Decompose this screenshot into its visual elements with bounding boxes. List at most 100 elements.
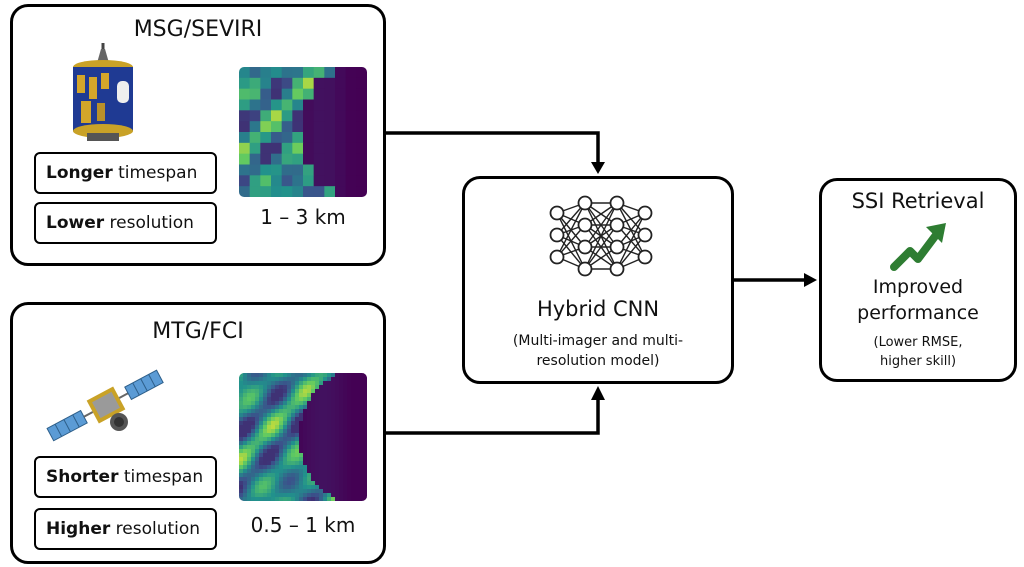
mtg-heat-cell (311, 497, 316, 501)
mtg-heat-cell (291, 453, 296, 458)
mtg-heat-cell (311, 397, 316, 402)
msg-to-cnn-arrow (386, 131, 600, 164)
msg-heat-cell (239, 77, 251, 90)
mtg-heat-cell (319, 453, 324, 458)
mtg-heat-cell (315, 469, 320, 474)
mtg-heat-cell (327, 417, 332, 422)
mtg-heat-cell (275, 421, 280, 426)
msg-heat-cell (335, 99, 347, 111)
mtg-heat-cell (263, 389, 268, 394)
mtg-heat-cell (287, 397, 292, 402)
mtg-heat-cell (251, 485, 256, 490)
neural-network-icon (549, 195, 653, 277)
mtg-heat-cell (315, 445, 320, 450)
mtg-heat-cell (339, 497, 344, 501)
mtg-heat-cell (327, 457, 332, 462)
mtg-heat-cell (359, 377, 364, 382)
msg-heat-cell (260, 164, 272, 176)
mtg-heat-cell (243, 449, 248, 454)
mtg-heat-cell (307, 477, 312, 482)
mtg-heat-cell (327, 485, 332, 490)
msg-heat-cell (260, 175, 272, 187)
mtg-heat-cell (267, 481, 272, 486)
mtg-heat-cell (335, 469, 340, 474)
msg-heat-cell (292, 164, 304, 176)
mtg-heat-cell (347, 409, 352, 414)
mtg-heat-cell (327, 465, 332, 470)
mtg-heat-cell (271, 445, 276, 450)
msg-heat-cell (345, 164, 357, 176)
mtg-heat-cell (303, 405, 308, 410)
mtg-heat-cell (347, 461, 352, 466)
msg-heat-cell (313, 67, 325, 79)
mtg-heat-cell (259, 457, 264, 462)
mtg-heat-cell (335, 437, 340, 442)
mtg-heat-cell (343, 385, 348, 390)
mtg-heat-cell (311, 429, 316, 434)
ssi-sub-line2: higher skill) (879, 354, 957, 369)
msg-heat-cell (292, 77, 304, 90)
mtg-heat-cell (303, 421, 308, 426)
mtg-heat-cell (331, 489, 336, 494)
mtg-heat-cell (267, 393, 272, 398)
mtg-heat-cell (343, 485, 348, 490)
mtg-heat-cell (279, 473, 284, 478)
mtg-heat-cell (307, 393, 312, 398)
mtg-smooth-heatmap (239, 373, 367, 501)
msg-heat-cell (292, 132, 304, 144)
nn-node (549, 227, 565, 243)
mtg-heat-cell (275, 493, 280, 498)
mtg-heat-cell (323, 485, 328, 490)
mtg-heat-cell (307, 389, 312, 394)
mtg-heat-cell (335, 409, 340, 414)
mtg-heat-cell (247, 421, 252, 426)
msg-heat-cell (271, 175, 283, 187)
mtg-heat-cell (271, 377, 276, 382)
mtg-heat-cell (335, 485, 340, 490)
mtg-heat-cell (267, 421, 272, 426)
mtg-heat-cell (307, 489, 312, 494)
msg-heat-cell (335, 186, 347, 197)
mtg-heat-cell (251, 469, 256, 474)
mtg-heat-cell (263, 489, 268, 494)
mtg-heat-cell (243, 497, 248, 501)
mtg-heat-cell (355, 497, 360, 501)
mtg-heat-cell (303, 385, 308, 390)
mtg-heat-cell (331, 477, 336, 482)
mtg-heat-cell (247, 437, 252, 442)
mtg-heat-cell (307, 377, 312, 382)
mtg-heat-cell (331, 409, 336, 414)
mtg-heat-cell (267, 441, 272, 446)
mtg-heat-cell (351, 449, 356, 454)
mtg-heat-cell (287, 425, 292, 430)
msg-heat-cell (345, 121, 357, 133)
mtg-heat-cell (247, 413, 252, 418)
mtg-heat-cell (303, 477, 308, 482)
mtg-heat-cell (259, 401, 264, 406)
mtg-heat-cell (303, 493, 308, 498)
mtg-heat-cell (255, 385, 260, 390)
mtg-heat-cell (259, 461, 264, 466)
mtg-heat-cell (355, 405, 360, 410)
mtg-heat-cell (283, 481, 288, 486)
mtg-heat-cell (259, 473, 264, 478)
mtg-heat-cell (275, 461, 280, 466)
mtg-heat-cell (263, 397, 268, 402)
mtg-heat-cell (247, 393, 252, 398)
mtg-heat-cell (315, 473, 320, 478)
mtg-heat-cell (287, 441, 292, 446)
mtg-heat-cell (323, 397, 328, 402)
mtg-heat-cell (259, 421, 264, 426)
msg-heat-cell (324, 67, 336, 79)
mtg-heat-cell (275, 473, 280, 478)
mtg-heat-cell (287, 409, 292, 414)
mtg-heat-cell (363, 377, 367, 382)
mtg-heat-cell (267, 381, 272, 386)
mtg-heat-cell (287, 449, 292, 454)
mtg-heat-cell (355, 421, 360, 426)
mtg-heat-cell (319, 385, 324, 390)
msg-heat-cell (345, 175, 357, 187)
mtg-heat-cell (303, 473, 308, 478)
mtg-heat-cell (243, 429, 248, 434)
mtg-heat-cell (251, 437, 256, 442)
